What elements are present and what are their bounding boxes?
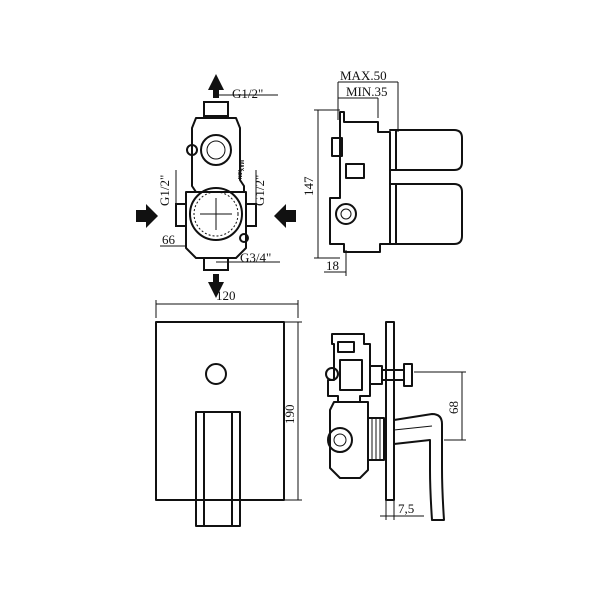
max-mark: MAX xyxy=(238,160,244,172)
bottom-port-label: G3/4" xyxy=(240,250,271,265)
min-depth-label: MIN.35 xyxy=(346,84,388,99)
min-mark: MIN xyxy=(236,170,242,180)
side-body-outline xyxy=(329,111,391,253)
top-port-stub xyxy=(203,101,229,117)
outlet-arrow-up-icon xyxy=(208,74,224,98)
offset-18-label: 18 xyxy=(326,258,339,273)
lever-offset-label: 7,5 xyxy=(398,501,414,516)
valve-body-front-view: MAX MIN G1/2" G1/2" G1/2" G3/4" 66 xyxy=(136,74,296,298)
diverter-button xyxy=(205,363,227,385)
valve-body-side-view: MAX.50 MIN.35 147 18 xyxy=(301,68,463,276)
plate-height-label: 190 xyxy=(282,405,297,425)
button-knob xyxy=(403,363,413,387)
height-147-label: 147 xyxy=(301,176,316,196)
inlet-arrow-right-icon xyxy=(274,204,296,228)
left-port-label: G1/2" xyxy=(157,175,172,206)
inlet-arrow-left-icon xyxy=(136,204,158,228)
right-mount-lug xyxy=(239,233,249,243)
left-mount-lug xyxy=(186,144,198,156)
assembly-button-collar xyxy=(369,365,383,385)
diverter-circle xyxy=(189,187,243,241)
upper-body-outline xyxy=(191,117,245,193)
width-66-label: 66 xyxy=(162,232,176,247)
trim-plate xyxy=(155,321,285,501)
side-lower-port xyxy=(335,203,357,225)
side-upper-lug xyxy=(331,137,343,157)
assembly-lever xyxy=(393,413,445,521)
plate-width-label: 120 xyxy=(216,288,236,303)
diverter-thread xyxy=(193,191,239,237)
right-inlet-stub xyxy=(245,203,257,227)
left-inlet-stub xyxy=(175,203,187,227)
lower-body-outline xyxy=(185,191,247,259)
assembly-upper-cartridge xyxy=(339,359,363,391)
assembly-lower-port-inner xyxy=(333,433,347,447)
right-port-label: G1/2" xyxy=(252,175,267,206)
side-mid-block xyxy=(345,163,365,179)
upper-port-circle xyxy=(200,134,232,166)
bottom-port-stub xyxy=(203,257,229,271)
top-port-label: G1/2" xyxy=(232,86,263,101)
lower-stem xyxy=(389,183,463,245)
assembly-wall-plate xyxy=(385,321,395,501)
side-lower-port-inner xyxy=(340,208,352,220)
assembly-upper-cap xyxy=(337,341,355,353)
outlet-arrow-down-icon xyxy=(208,274,224,298)
upper-stem xyxy=(389,129,463,171)
lever-handle xyxy=(195,411,241,527)
assembly-lower-port xyxy=(327,427,353,453)
lever-height-label: 68 xyxy=(446,401,461,414)
trim-plate-front-view: 120 190 xyxy=(155,288,302,527)
upper-port-inner xyxy=(206,140,226,160)
lever-top-edge xyxy=(393,425,433,431)
max-depth-label: MAX.50 xyxy=(340,68,387,83)
assembly-side-view: 68 7,5 xyxy=(325,321,466,521)
assembly-upper-lug xyxy=(325,367,339,381)
assembly-valve-lower xyxy=(329,401,369,479)
